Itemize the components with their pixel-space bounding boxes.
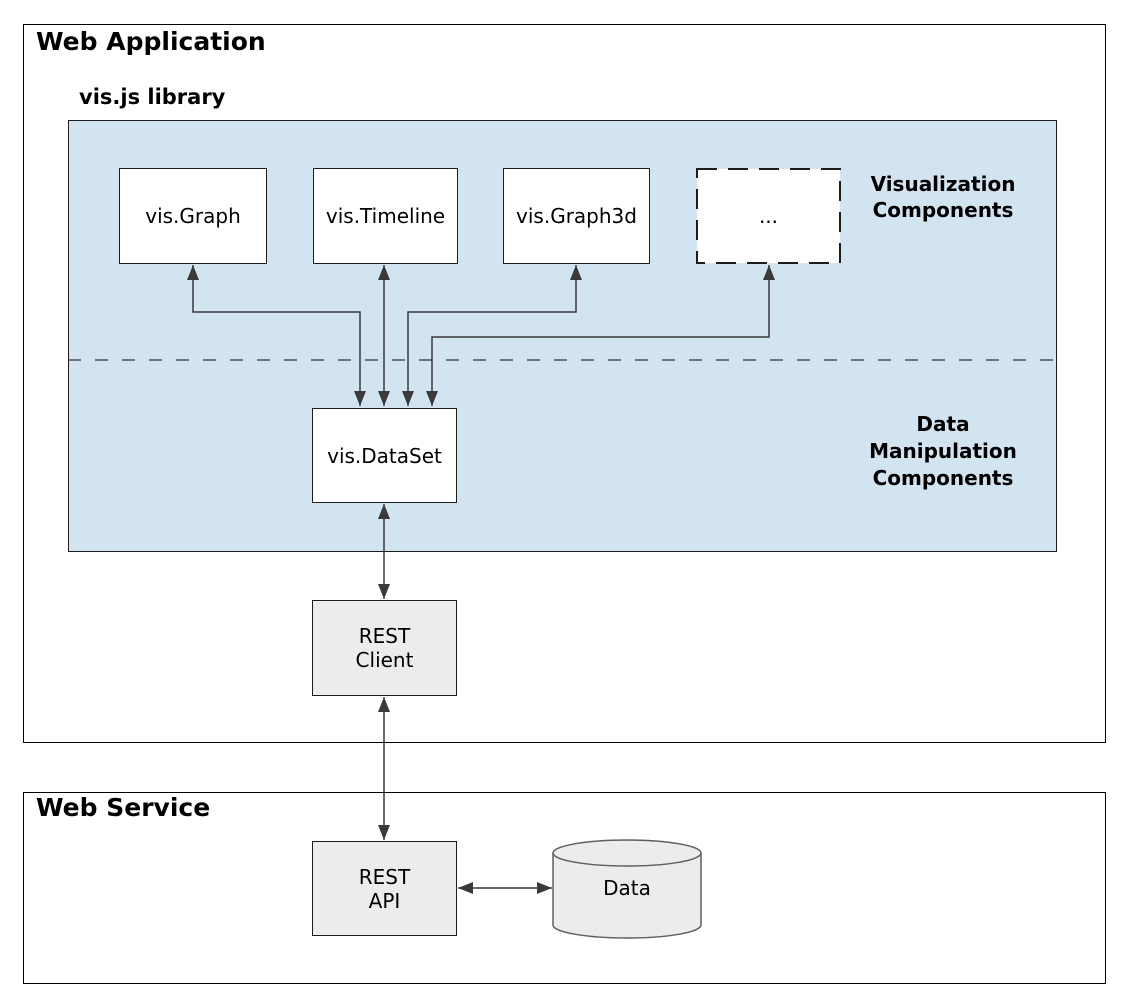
- visualization-components-label: Visualization Components: [870, 172, 1016, 222]
- rest-api-box: REST API: [312, 841, 457, 936]
- rest-client-label-line2: Client: [355, 648, 414, 672]
- web-service-container: [23, 792, 1106, 984]
- rest-client-box: REST Client: [312, 600, 457, 696]
- more-components-box: ...: [758, 204, 779, 228]
- rest-api-label-line2: API: [368, 888, 401, 913]
- web-service-title: Web Service: [36, 793, 211, 822]
- visjs-library-title: vis.js library: [79, 85, 226, 109]
- data-manipulation-components-label: Data Manipulation Components: [869, 412, 1017, 490]
- rest-api-label-line1: REST: [358, 864, 411, 889]
- data-store-label: Data: [603, 876, 651, 900]
- vis-timeline-box: vis.Timeline: [313, 168, 458, 264]
- web-application-title: Web Application: [36, 27, 266, 56]
- vis-graph-box: vis.Graph: [119, 168, 267, 264]
- web-application-container: [23, 24, 1106, 743]
- rest-client-label-line1: REST: [358, 624, 411, 648]
- vis-dataset-box: vis.DataSet: [312, 408, 457, 503]
- vis-graph3d-box: vis.Graph3d: [503, 168, 650, 264]
